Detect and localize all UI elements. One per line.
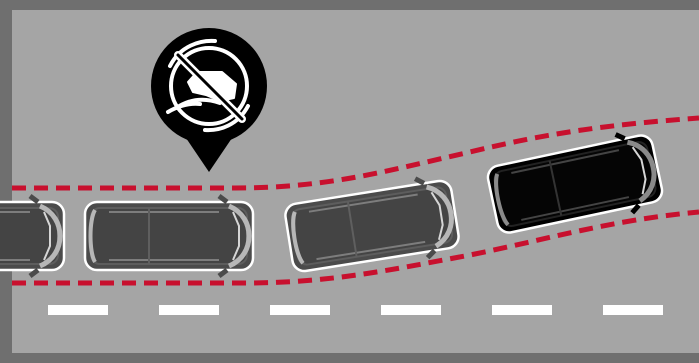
lane-dash — [381, 305, 441, 315]
lane-dash — [603, 305, 663, 315]
trailing-car — [85, 196, 253, 276]
trailing-car — [0, 196, 64, 276]
lane-dash — [270, 305, 330, 315]
lane-dash — [492, 305, 552, 315]
lane-dash — [159, 305, 219, 315]
lane-dash — [48, 305, 108, 315]
